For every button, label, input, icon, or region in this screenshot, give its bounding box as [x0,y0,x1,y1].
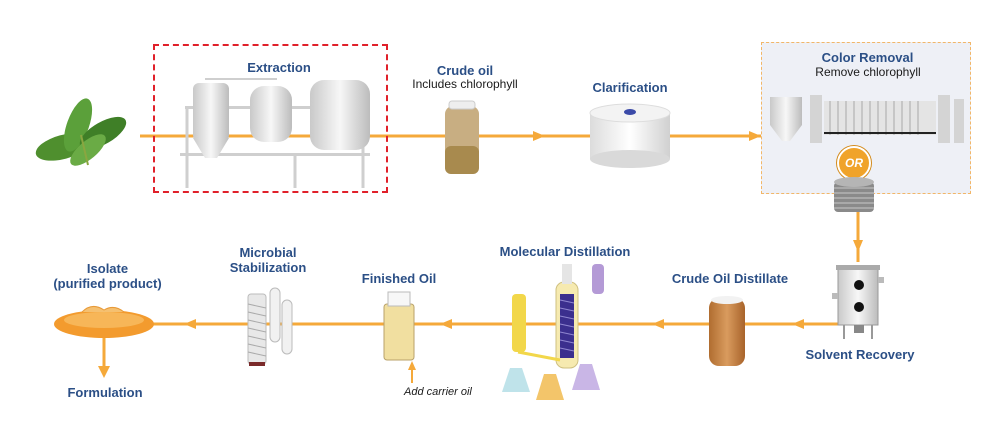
crude-oil-distillate-title: Crude Oil Distillate [671,271,789,286]
crude-oil-subtitle: Includes chlorophyll [412,77,518,91]
extraction-title: Extraction [247,60,311,75]
arrow-to-finished [440,319,452,329]
or-badge: OR [837,146,871,180]
microbial-stabilization-title-line2: Stabilization [229,260,307,275]
crude-oil-title: Crude oil [436,63,494,78]
finished-oil-title: Finished Oil [361,271,437,286]
leaves-icon [35,98,127,166]
microbial-stabilization-title-line1: Microbial [239,245,297,260]
molecular-distillation-apparatus-icon [502,264,604,400]
crude-oil-jar-icon [445,100,479,174]
arrow-to-color-removal [749,131,761,141]
arrow-carrier [408,361,416,370]
arrow-to-isolate [184,319,196,329]
isolate-title-line2: (purified product) [53,276,162,291]
arrow-to-formulation [98,366,110,378]
molecular-distillation-title: Molecular Distillation [499,244,631,259]
isolate-title-line1: Isolate [86,261,129,276]
color-removal-subtitle: Remove chlorophyll [815,65,921,79]
extraction-highlight-box [153,44,388,193]
arrow-to-clarification [533,131,545,141]
clarification-cylinder-icon [589,103,671,168]
arrow-to-solvent-recovery [853,240,863,252]
filter-press-icon [770,95,964,143]
finished-oil-vial-icon [383,291,415,361]
isolate-puddle-icon [54,306,154,338]
arrow-to-molecular [652,319,664,329]
add-carrier-oil-note: Add carrier oil [404,386,472,398]
clarification-title: Clarification [592,80,668,95]
microbial-filter-cartridges-icon [247,287,293,366]
solvent-recovery-title: Solvent Recovery [805,347,915,362]
distillate-jar-icon [709,296,745,366]
extraction-tanks-icon [180,78,370,188]
coil-filter-icon [834,177,874,212]
solvent-recovery-vessel-icon [832,265,884,339]
formulation-title: Formulation [67,385,143,400]
arrow-to-distillate [792,319,804,329]
color-removal-title: Color Removal [821,50,914,65]
